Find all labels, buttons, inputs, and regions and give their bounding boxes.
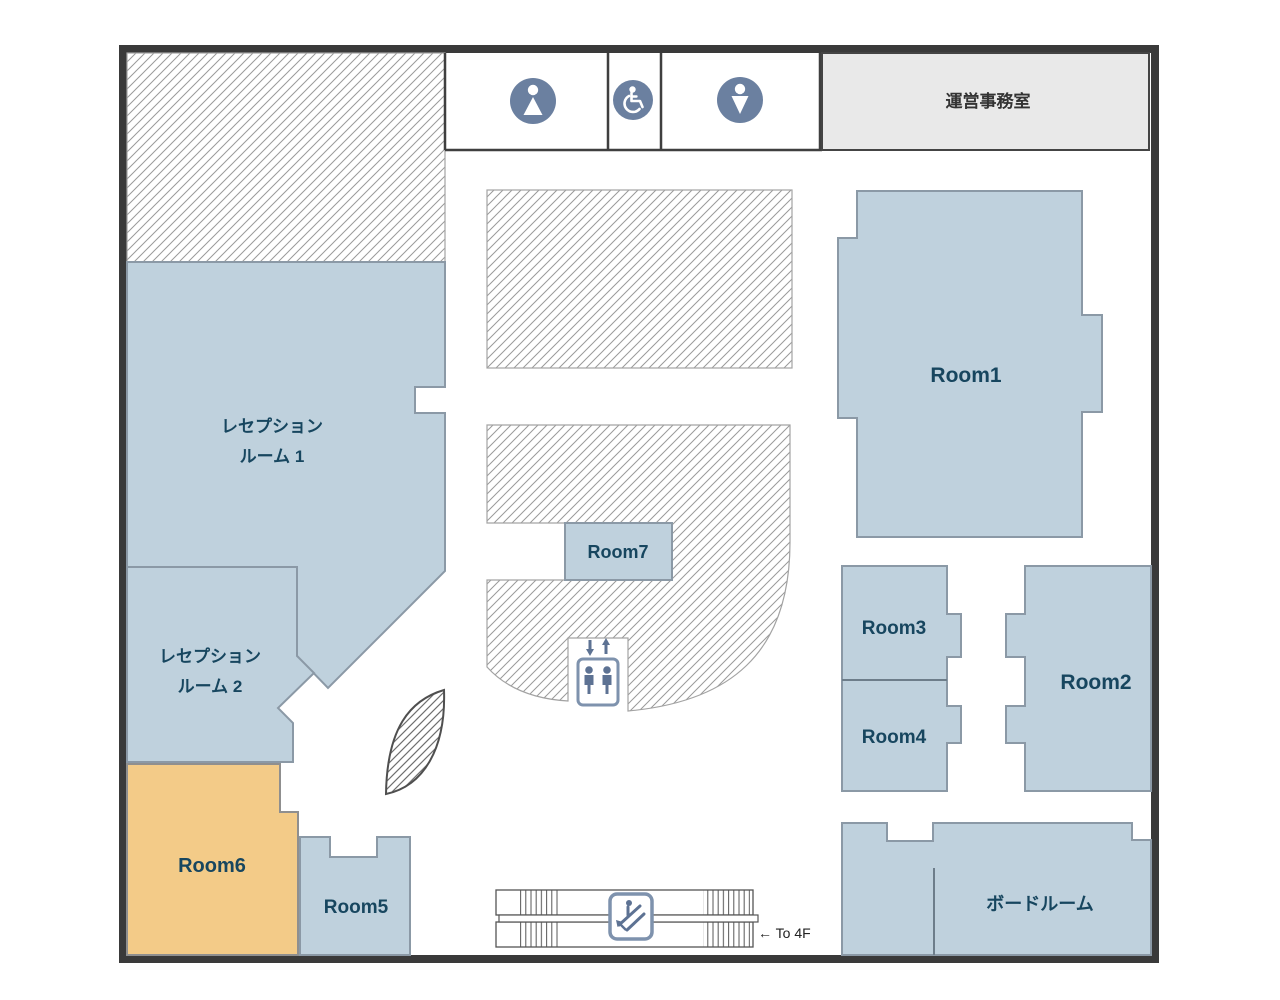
room6	[126, 763, 299, 956]
office-label: 運営事務室	[946, 91, 1031, 111]
leaf-planter-icon	[384, 688, 446, 796]
room3-room4-block	[841, 565, 962, 792]
room2	[1005, 565, 1152, 792]
wheelchair-icon	[613, 80, 653, 120]
hatched-area-center-upper	[486, 189, 793, 369]
reception-room-2-label-line2: ルーム 2	[178, 677, 243, 696]
men-restroom-icon	[510, 78, 556, 124]
boardroom	[841, 822, 1152, 956]
escalator-destination-note: ← To 4F	[758, 925, 811, 941]
hatched-area-center-lower	[486, 424, 791, 712]
restroom-block	[443, 53, 822, 152]
elevator-icon	[576, 638, 620, 707]
room7-label: Room7	[587, 542, 648, 562]
escalator-steps-left-top	[517, 890, 558, 915]
elevator-down-arrow	[586, 640, 594, 656]
room4-label: Room4	[862, 727, 927, 748]
reception-room-2	[126, 566, 316, 763]
boardroom-label: ボードルーム	[986, 894, 1093, 914]
room2-label: Room2	[1060, 671, 1131, 694]
elevator-up-arrow	[602, 638, 610, 654]
escalator: ← To 4F	[495, 889, 811, 948]
escalator-steps-right-bottom	[703, 922, 750, 947]
escalator-steps-left-bottom	[517, 922, 558, 947]
reception-room-1-label-line2: ルーム 1	[240, 447, 305, 466]
room1-label: Room1	[930, 364, 1001, 387]
office-room	[821, 52, 1150, 151]
room1	[837, 190, 1103, 538]
room5-label: Room5	[324, 897, 389, 918]
hatched-area-top-left	[126, 52, 446, 263]
women-restroom-icon	[717, 77, 763, 123]
reception-room-2-label-line1: レセプション	[159, 646, 261, 666]
room3-label: Room3	[862, 618, 926, 639]
reception-room-1-label-line1: レセプション	[221, 416, 323, 436]
room6-label: Room6	[178, 855, 246, 877]
escalator-steps-right-top	[703, 890, 750, 915]
escalator-icon	[608, 892, 654, 941]
room7	[564, 522, 673, 581]
room5	[299, 836, 411, 956]
